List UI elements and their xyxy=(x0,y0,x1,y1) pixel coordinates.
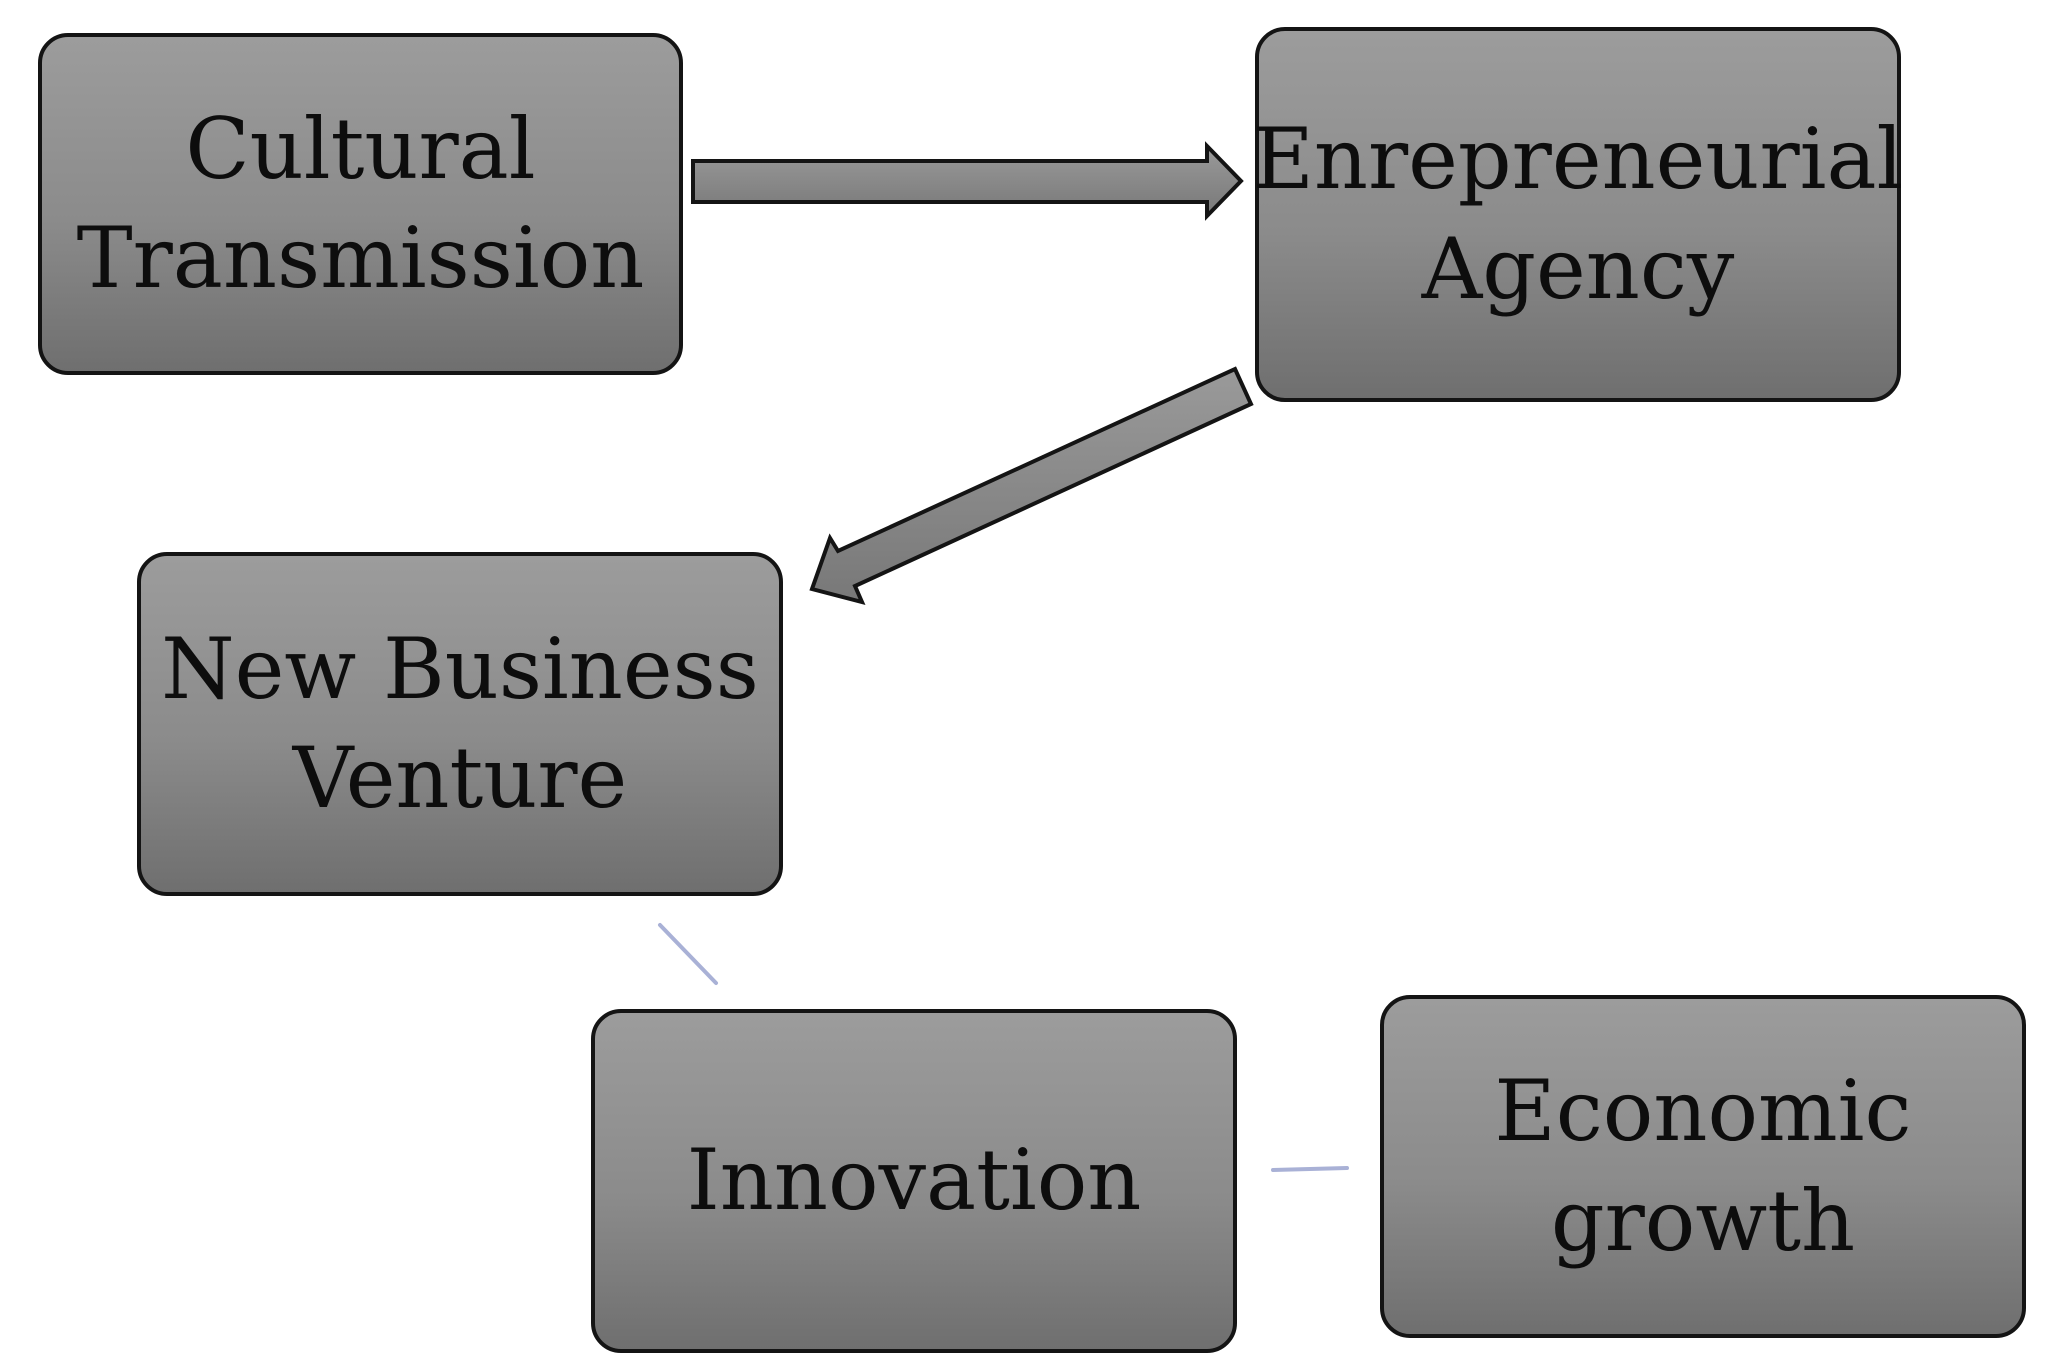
node-label-economic-growth: Economic growth xyxy=(1494,1062,1912,1270)
connector-innovation-to-growth xyxy=(1271,1166,1349,1172)
arrow-cultural-to-agency xyxy=(691,141,1244,221)
node-cultural-transmission: Cultural Transmission xyxy=(38,33,683,375)
node-new-business-venture: New Business Venture xyxy=(137,552,783,896)
node-label-cultural-transmission: Cultural Transmission xyxy=(76,99,645,307)
node-entrepreneurial-agency: Enrepreneurial Agency xyxy=(1252,27,1904,402)
node-economic-growth: Economic growth xyxy=(1380,995,2026,1338)
arrow-agency-to-venture xyxy=(809,366,1254,605)
connector-venture-to-innovation xyxy=(658,923,718,985)
node-label-entrepreneurial-agency: Enrepreneurial Agency xyxy=(1252,110,1904,318)
node-innovation: Innovation xyxy=(591,1009,1237,1353)
node-label-new-business-venture: New Business Venture xyxy=(161,619,759,827)
node-label-innovation: Innovation xyxy=(686,1131,1142,1230)
